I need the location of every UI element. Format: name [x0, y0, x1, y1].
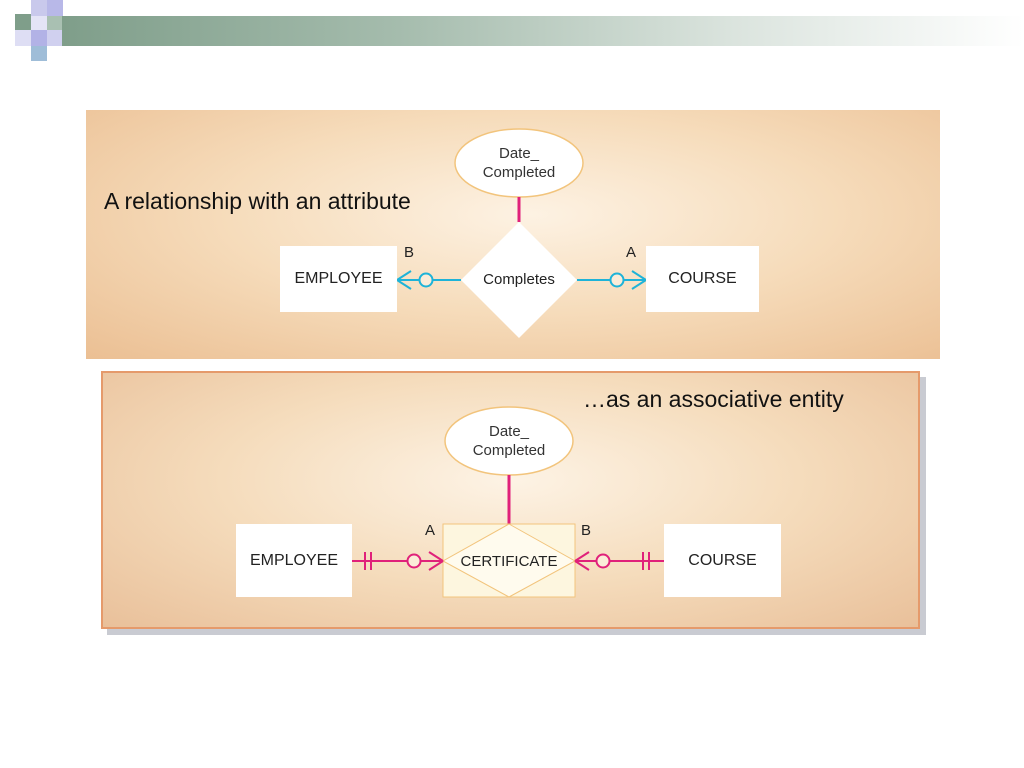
attribute-label: Date_ Completed — [453, 422, 565, 460]
associative-diagram-graphics — [352, 406, 664, 598]
optional-circle-right — [609, 272, 625, 288]
attribute-label-line2: Completed — [472, 442, 546, 459]
crowfoot-left — [428, 551, 444, 562]
er-diagram-relationship-attribute: Date_ Completed EMPLOYEE COURSE Complete… — [86, 110, 940, 359]
header-square — [47, 0, 63, 16]
crowfoot-right — [574, 551, 590, 562]
header-square — [31, 0, 47, 16]
relationship-diamond — [461, 222, 577, 338]
associative-entity-label: CERTIFICATE — [460, 553, 558, 570]
header-square — [47, 16, 62, 30]
crowfoot-left — [396, 279, 412, 290]
crowfoot-left — [396, 270, 412, 281]
cardinality-label-right: B — [581, 522, 592, 539]
header-square — [15, 14, 31, 30]
employee-entity: EMPLOYEE — [236, 524, 352, 597]
optional-circle-right — [595, 553, 611, 569]
er-diagram-associative-entity: Date_ Completed EMPLOYEE COURSE CERTIFIC… — [101, 371, 920, 629]
cardinality-label-left: B — [404, 244, 415, 261]
relationship-label: Completes — [483, 271, 555, 288]
associative-entity-diamond — [441, 523, 577, 598]
relationship-diagram-graphics — [396, 128, 647, 338]
header-gradient-bar — [62, 16, 1024, 46]
caption-relationship-attribute: A relationship with an attribute — [104, 188, 411, 214]
header-square — [31, 30, 47, 46]
attribute-label-line1: Date_ — [488, 423, 530, 440]
header-square — [31, 46, 47, 61]
course-entity: COURSE — [646, 246, 759, 312]
header-square — [15, 30, 31, 46]
attribute-label: Date_ Completed — [463, 144, 575, 182]
course-entity: COURSE — [664, 524, 781, 597]
employee-entity: EMPLOYEE — [280, 246, 397, 312]
optional-circle-left — [418, 272, 434, 288]
cardinality-label-left: A — [425, 522, 436, 539]
slide-header-decoration — [0, 0, 1024, 62]
crowfoot-right — [631, 270, 647, 281]
crowfoot-right — [574, 560, 590, 571]
crowfoot-right — [631, 279, 647, 290]
attribute-label-line2: Completed — [482, 164, 556, 181]
crowfoot-left — [428, 560, 444, 571]
header-square — [31, 16, 47, 30]
cardinality-label-right: A — [626, 244, 637, 261]
optional-circle-left — [406, 553, 422, 569]
attribute-label-line1: Date_ — [498, 145, 540, 162]
caption-associative-entity: …as an associative entity — [583, 386, 844, 412]
header-square — [47, 30, 62, 46]
